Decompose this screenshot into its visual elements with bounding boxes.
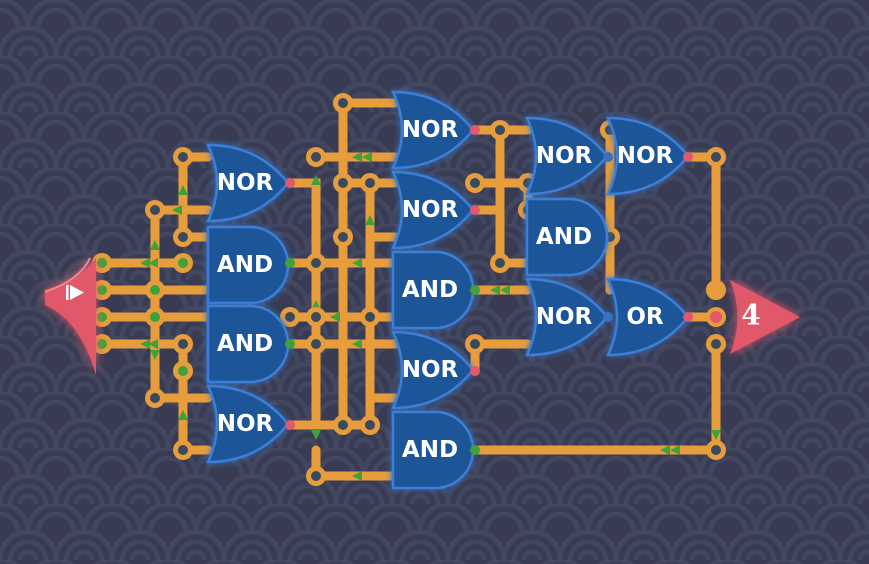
logic-gate-nor[interactable]	[391, 90, 475, 170]
logic-gate-nor[interactable]	[391, 330, 475, 410]
gate-label: AND	[402, 277, 458, 303]
output-value: 4	[741, 299, 760, 332]
gate-body	[206, 384, 290, 464]
gate-label: NOR	[217, 411, 274, 437]
gate-label: NOR	[402, 117, 459, 143]
logic-gate-nor[interactable]	[206, 143, 290, 223]
gate-body	[606, 277, 690, 357]
output-terminal[interactable]	[730, 280, 800, 354]
gate-label: NOR	[536, 143, 593, 169]
logic-gate-nor[interactable]	[391, 170, 475, 250]
gate-label: AND	[217, 252, 273, 278]
gates-layer[interactable]: NOR AND AND NOR NOR NOR AND NOR AND NOR AND NOR NOR O…	[206, 90, 690, 490]
gate-body	[206, 143, 290, 223]
play-icon-bar	[66, 285, 69, 300]
logic-gate-nor[interactable]	[525, 116, 609, 196]
gate-body	[391, 170, 475, 250]
logic-gate-or[interactable]	[606, 277, 690, 357]
gate-label: NOR	[402, 197, 459, 223]
gate-body	[391, 330, 475, 410]
gate-body	[525, 197, 609, 277]
gate-label: NOR	[217, 170, 274, 196]
input-terminal[interactable]	[44, 257, 96, 375]
logic-gate-and[interactable]	[525, 197, 609, 277]
gate-label: NOR	[536, 304, 593, 330]
gate-label: AND	[217, 331, 273, 357]
gate-label: NOR	[617, 143, 674, 169]
gate-body	[525, 116, 609, 196]
gate-label: OR	[626, 304, 664, 330]
gate-label: NOR	[402, 357, 459, 383]
gate-label: AND	[536, 224, 592, 250]
gate-body	[606, 116, 690, 196]
gate-label: AND	[402, 437, 458, 463]
gate-body	[391, 90, 475, 170]
logic-gate-nor[interactable]	[606, 116, 690, 196]
logic-gate-nor[interactable]	[206, 384, 290, 464]
logic-gate-nor[interactable]	[525, 277, 609, 357]
gate-body	[525, 277, 609, 357]
pin-markers	[285, 125, 722, 455]
play-icon[interactable]	[70, 285, 84, 300]
